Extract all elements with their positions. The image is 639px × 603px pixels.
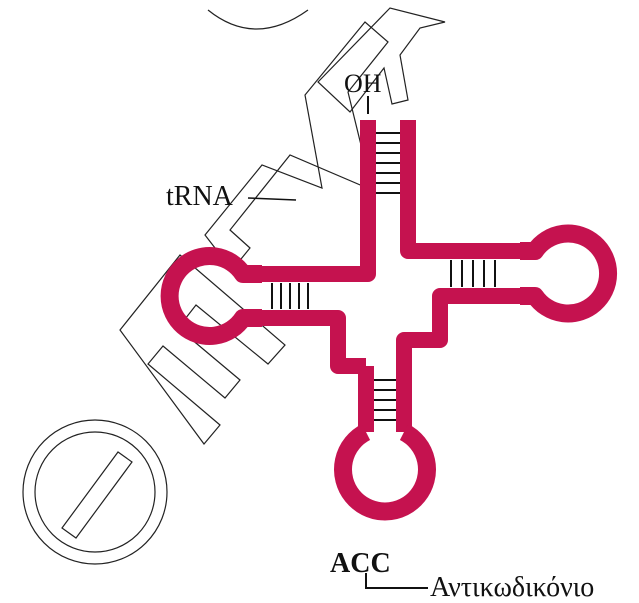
anticodon-sequence-label: ACC xyxy=(330,548,391,579)
watermark xyxy=(22,7,446,565)
watermark-letter-e xyxy=(119,254,286,445)
t-arm-lower-strand xyxy=(396,288,520,366)
anticodon-stem-bonds xyxy=(374,379,396,421)
watermark-letter-theta xyxy=(22,419,168,565)
d-arm-lower-strand xyxy=(262,310,366,374)
strand-acceptor-3prime xyxy=(400,120,535,259)
d-arm-bonds xyxy=(271,283,309,309)
strand-acceptor-5prime xyxy=(262,120,376,282)
t-arm-bonds xyxy=(450,260,496,287)
base-pair-bonds xyxy=(271,132,496,421)
oh-label: OH xyxy=(344,69,382,98)
trna-leader-line xyxy=(247,197,297,201)
trna-label: tRNA xyxy=(166,181,234,212)
watermark-arc xyxy=(207,9,309,30)
watermark-letter-m xyxy=(204,21,389,271)
watermark-letter-a xyxy=(317,7,446,113)
trna-strand xyxy=(160,120,617,521)
anticodon-loop xyxy=(334,423,436,521)
anticodon-leader-line xyxy=(365,573,428,589)
acceptor-stem-bonds xyxy=(376,132,400,194)
anticodon-name-label: Αντικωδικόνιο xyxy=(430,572,594,603)
d-arm-loop xyxy=(160,247,262,345)
t-arm-loop xyxy=(520,224,617,323)
label-leaders xyxy=(247,96,428,589)
